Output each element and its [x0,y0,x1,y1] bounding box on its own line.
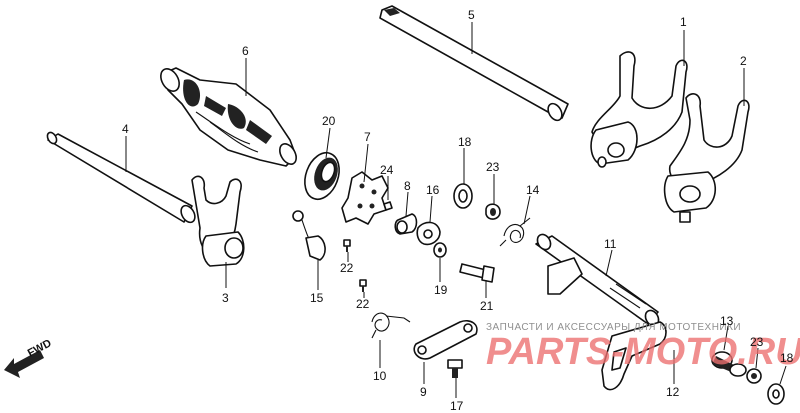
callout-1: 1 [680,15,687,29]
callout-23-upper: 23 [486,160,500,174]
circlip-lower [746,368,762,384]
fork-shaft-upper [379,5,569,122]
fwd-arrow-icon [4,350,44,378]
callout-24: 24 [380,163,394,177]
callout-5: 5 [468,8,475,22]
callout-22-upper: 22 [340,261,354,275]
collar [394,213,418,235]
callout-4: 4 [122,122,129,136]
shift-fork-1 [590,51,688,168]
callout-22-lower: 22 [356,297,370,311]
stopper-arm [416,221,441,246]
leader-lines [125,22,787,398]
callout-23-lower: 23 [750,335,764,349]
fork-shaft-left [46,131,196,224]
bolt [459,263,495,283]
callout-8: 8 [404,179,411,193]
gearshift-spindle [535,233,660,327]
watermark-tagline: ЗАПЧАСТИ И АКСЕССУАРЫ ДЛЯ МОТОТЕХНИКИ [486,322,741,333]
screw-upper [343,239,351,252]
callout-7: 7 [364,130,371,144]
washer-small [433,242,447,258]
pin [383,201,393,211]
callout-11: 11 [604,237,617,251]
callout-16: 16 [426,183,440,197]
watermark: ЗАПЧАСТИ И АКСЕССУАРЫ ДЛЯ МОТОТЕХНИКИ PA… [486,322,800,373]
callout-13: 13 [720,314,734,328]
circlip-upper [485,203,501,220]
bushing [711,351,747,377]
callout-14: 14 [526,183,540,197]
callout-9: 9 [420,385,427,399]
drum-cam-plate [341,171,389,225]
washer-lower [767,383,785,405]
return-spring [499,217,531,247]
shift-drum [160,67,297,167]
spring-small [371,312,411,339]
callout-15: 15 [310,291,324,305]
callout-12: 12 [666,385,680,399]
callout-18-upper: 18 [458,135,472,149]
spring-plate [292,210,326,261]
callout-20: 20 [322,114,336,128]
bearing [304,151,340,201]
callout-19: 19 [434,283,448,297]
shift-fork-2 [663,93,750,223]
callout-3: 3 [222,291,229,305]
washer-large [453,183,473,209]
callout-6: 6 [242,44,249,58]
shift-plate [601,321,667,391]
shift-arm [413,319,478,360]
watermark-logo: PARTS-MOTO.RU [486,331,800,373]
callout-21: 21 [480,299,494,313]
screw-lower [359,279,367,292]
callout-10: 10 [373,369,387,383]
callout-18-lower: 18 [780,351,794,365]
callout-17: 17 [450,399,464,413]
callout-2: 2 [740,54,747,68]
small-bolt [447,359,463,378]
shift-fork-3 [191,175,245,267]
